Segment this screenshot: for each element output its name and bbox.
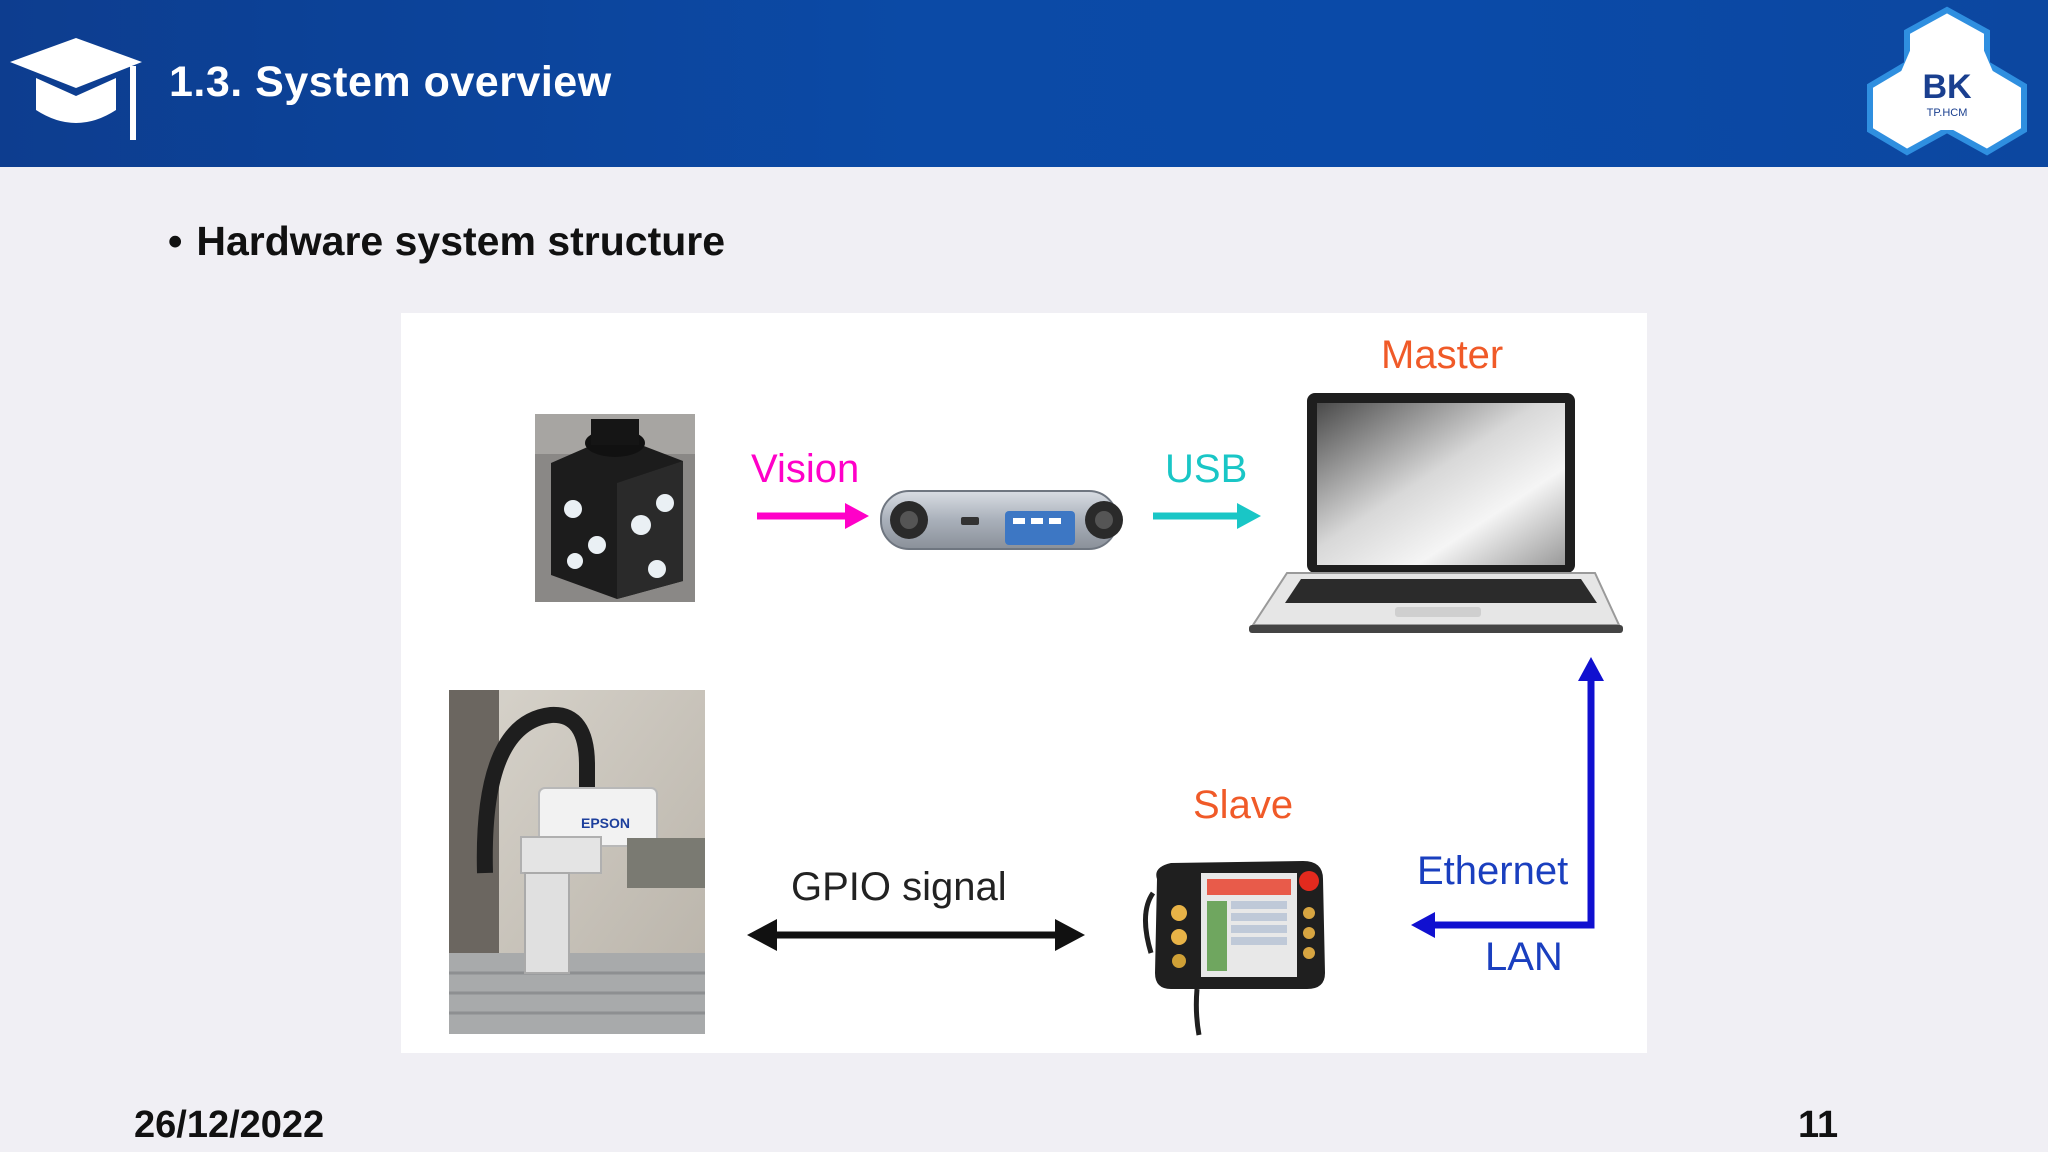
usb-arrow [1153, 503, 1261, 529]
lan-label: LAN [1485, 935, 1563, 979]
hardware-diagram: EPSON Vision USB Master Slave Ethernet L… [401, 313, 1647, 1053]
bullet-text: Hardware system structure [196, 218, 726, 264]
epson-label: EPSON [581, 815, 630, 831]
gpio-label: GPIO signal [791, 865, 1007, 909]
footer-date: 26/12/2022 [134, 1104, 325, 1146]
bk-logo-subtext: TP.HCM [1927, 107, 1968, 119]
master-label: Master [1381, 333, 1504, 377]
epson-robot-photo [449, 690, 705, 1034]
bullet-item: • Hardware system structure [168, 218, 725, 265]
depth-camera [880, 490, 1123, 550]
marker-cube-photo [535, 414, 695, 602]
vision-label: Vision [751, 447, 860, 491]
graduation-cap-icon [10, 38, 142, 140]
laptop [1249, 393, 1623, 633]
vision-arrow [757, 503, 869, 529]
diagram-graphics: EPSON [449, 393, 1623, 1036]
header-bar: 1.3. System overview BK TP.HCM [0, 0, 2048, 167]
slide-title: 1.3. System overview [169, 58, 612, 106]
page-number: 11 [1798, 1104, 1839, 1146]
usb-label: USB [1165, 447, 1248, 491]
bk-university-logo: BK TP.HCM [1867, 6, 2027, 156]
gpio-double-arrow [747, 919, 1085, 951]
slave-label: Slave [1193, 783, 1294, 827]
bullet-dot: • [168, 218, 183, 264]
ethernet-label: Ethernet [1417, 849, 1569, 893]
bk-logo-text: BK [1922, 68, 1972, 106]
ethernet-lan-arrow [1411, 657, 1604, 938]
teach-pendant [1142, 861, 1325, 1036]
